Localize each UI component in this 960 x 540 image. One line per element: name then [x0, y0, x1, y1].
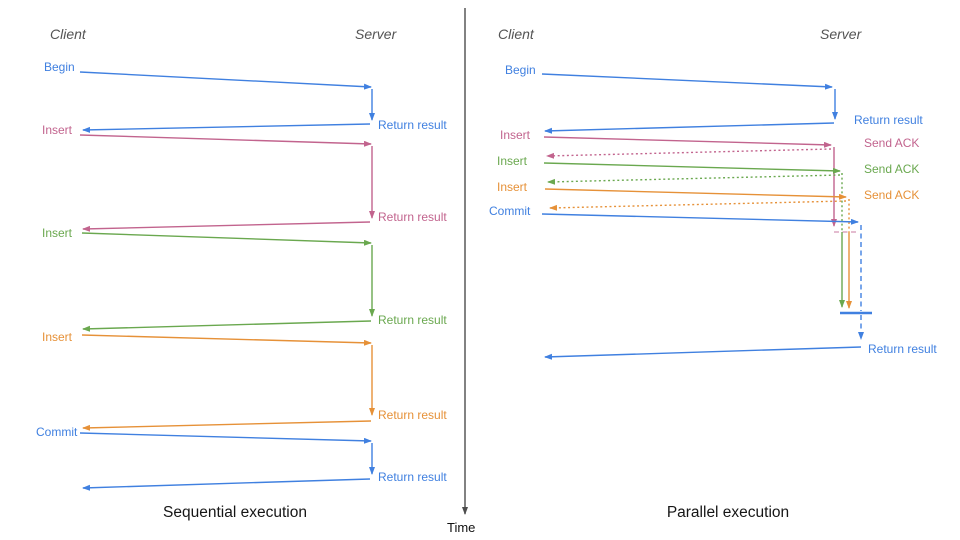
label-commit: Commit — [36, 425, 78, 439]
label-return-insert-2: Return result — [378, 313, 447, 327]
arrow-commit-request — [79, 432, 372, 444]
label-insert-2: Insert — [497, 154, 528, 168]
parallel-panel-title: Parallel execution — [666, 504, 790, 521]
arrow-begin-request — [79, 71, 372, 90]
arrow-insert2-return — [82, 320, 372, 332]
arrow-insert1-request — [543, 136, 832, 148]
arrow-insert2-ack — [547, 174, 841, 185]
arrow-commit-return — [82, 478, 371, 491]
label-insert-1: Insert — [42, 123, 73, 137]
arrow-insert1-return — [82, 221, 371, 232]
time-axis-label: Time — [447, 520, 476, 535]
parallel-client-heading: Client — [498, 26, 534, 42]
arrow-commit-return — [544, 346, 862, 360]
label-insert-3: Insert — [42, 330, 73, 344]
label-begin: Begin — [44, 60, 75, 74]
arrow-begin-return — [544, 122, 835, 134]
arrow-insert1-ack — [546, 148, 832, 159]
arrow-insert3-request — [544, 188, 847, 200]
arrow-insert3-request — [81, 334, 372, 346]
arrow-insert2-request — [543, 162, 841, 174]
sequential-client-heading: Client — [50, 26, 86, 42]
label-return-begin: Return result — [378, 118, 447, 132]
sequential-server-heading: Server — [355, 26, 397, 42]
label-return-begin: Return result — [854, 113, 923, 127]
arrow-insert2-request — [81, 232, 372, 246]
label-send-ack-1: Send ACK — [864, 136, 919, 150]
label-return-commit: Return result — [868, 342, 937, 356]
label-begin: Begin — [505, 63, 536, 77]
arrow-insert3-ack — [549, 200, 847, 211]
arrow-begin-request — [541, 73, 833, 90]
label-send-ack-2: Send ACK — [864, 162, 919, 176]
label-return-insert-3: Return result — [378, 408, 447, 422]
sequential-panel-title: Sequential execution — [163, 504, 307, 521]
label-send-ack-3: Send ACK — [864, 188, 919, 202]
label-return-commit: Return result — [378, 470, 447, 484]
label-commit: Commit — [489, 204, 531, 218]
label-insert-3: Insert — [497, 180, 528, 194]
label-return-insert-1: Return result — [378, 210, 447, 224]
arrow-begin-return — [82, 123, 371, 133]
arrow-insert3-return — [82, 420, 372, 431]
label-insert-1: Insert — [500, 128, 531, 142]
parallel-server-heading: Server — [820, 26, 862, 42]
arrow-commit-request — [541, 213, 859, 225]
arrow-insert1-request — [79, 134, 372, 147]
label-insert-2: Insert — [42, 226, 73, 240]
